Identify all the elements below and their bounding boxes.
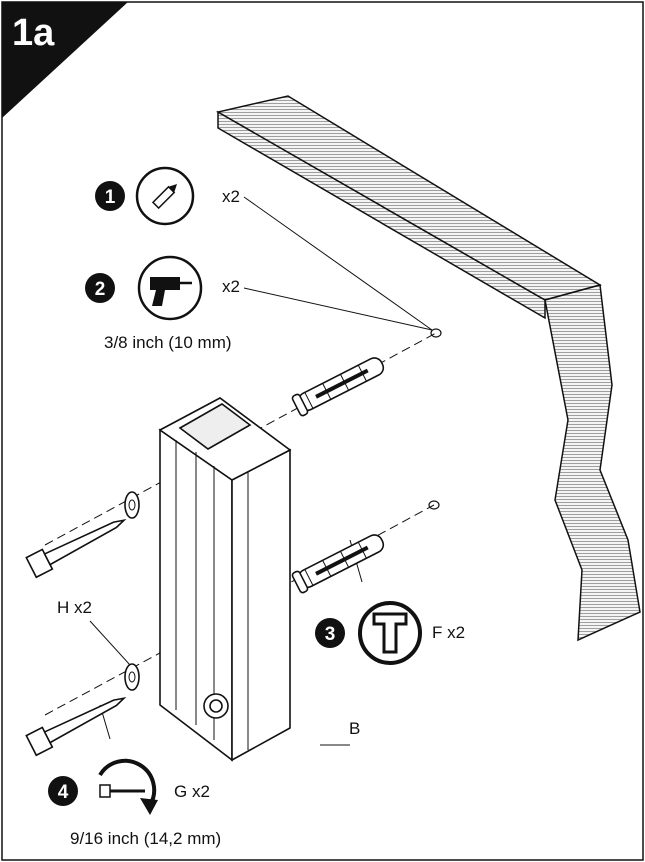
step-number: 1a bbox=[12, 12, 55, 54]
tool-number-1: 1 bbox=[105, 187, 116, 208]
wrench-icon bbox=[99, 784, 145, 798]
pencil-icon bbox=[151, 183, 178, 210]
washer-upper bbox=[124, 491, 140, 519]
tool-number-3-badge bbox=[315, 618, 345, 648]
rotation-arrowhead bbox=[140, 798, 158, 815]
tool-number-2-badge bbox=[85, 273, 115, 303]
drill-hole-upper bbox=[430, 328, 442, 338]
washer-lower bbox=[124, 663, 140, 691]
wall-anchor-upper bbox=[291, 357, 385, 417]
tool-number-4: 4 bbox=[58, 782, 69, 803]
bolt-upper bbox=[25, 518, 127, 579]
washer-part-label: H x2 bbox=[57, 598, 92, 617]
wrench-size: 9/16 inch (14,2 mm) bbox=[70, 829, 222, 848]
tool-number-2: 2 bbox=[95, 279, 106, 300]
bolt-lower bbox=[25, 696, 127, 757]
tool-1-quantity: x2 bbox=[222, 187, 240, 206]
tool-number-1-badge bbox=[95, 181, 125, 211]
wall bbox=[215, 95, 641, 642]
bracket bbox=[158, 397, 292, 762]
drill-icon bbox=[150, 277, 192, 306]
rotation-arrow bbox=[98, 758, 157, 807]
step-badge bbox=[2, 2, 128, 118]
tool-2-quantity: x2 bbox=[222, 277, 240, 296]
hammer-icon bbox=[372, 612, 408, 654]
tool-number-4-badge bbox=[48, 776, 78, 806]
bracket-part-label: B bbox=[349, 719, 361, 738]
bolt-part-label: G x2 bbox=[174, 782, 210, 801]
drill-bit-size: 3/8 inch (10 mm) bbox=[104, 333, 232, 352]
tool-number-3: 3 bbox=[325, 624, 336, 645]
wall-anchor-lower bbox=[291, 534, 385, 594]
anchor-part-label: F x2 bbox=[432, 623, 466, 642]
